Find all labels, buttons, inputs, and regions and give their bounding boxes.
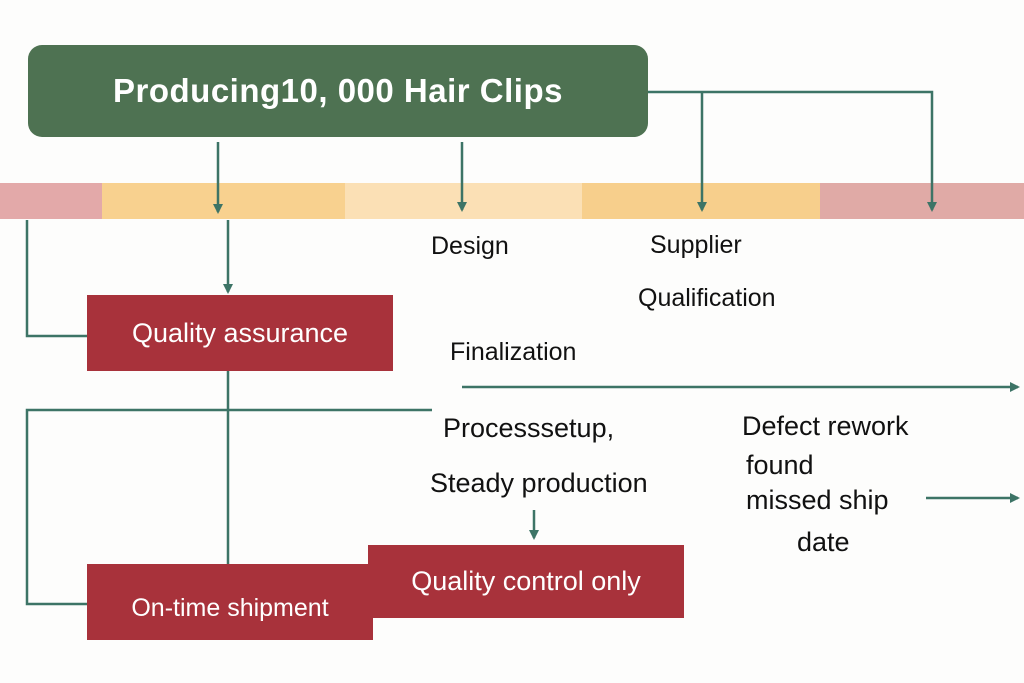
label-supplier: Supplier	[650, 231, 742, 259]
label-finalization: Finalization	[450, 338, 577, 366]
band-segment-3	[345, 183, 582, 219]
quality-assurance-box: Quality assurance	[87, 295, 393, 371]
label-missed-ship: missed ship	[746, 485, 889, 515]
label-process-setup: Processsetup,	[443, 413, 615, 443]
title-box: Producing10, 000 Hair Clips	[28, 45, 648, 137]
label-found: found	[746, 450, 814, 480]
connector-left-shipment	[25, 408, 432, 606]
label-date: date	[797, 527, 850, 557]
label-qualification: Qualification	[638, 284, 776, 312]
band-segment-5	[820, 183, 1024, 219]
band-segment-1	[0, 183, 102, 219]
label-design: Design	[431, 232, 509, 260]
arrow-4	[648, 90, 937, 212]
quality-control-only-box: Quality control only	[368, 545, 684, 618]
band-segment-2	[102, 183, 345, 219]
label-defect-rework: Defect rework	[742, 411, 909, 441]
on-time-shipment-box: On-time shipment	[87, 564, 373, 640]
connector-left-qa	[25, 220, 87, 338]
label-steady-production: Steady production	[430, 468, 648, 498]
